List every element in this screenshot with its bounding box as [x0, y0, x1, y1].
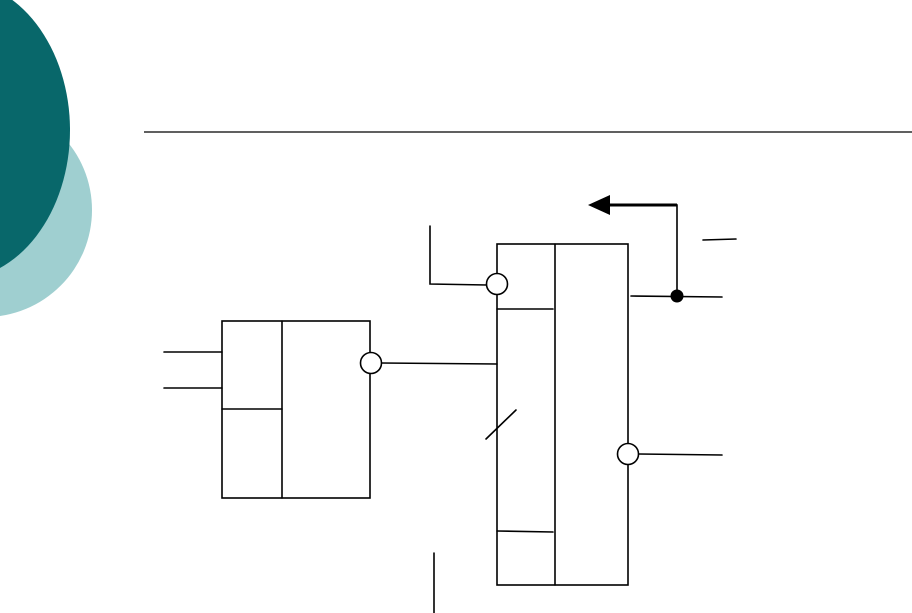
output-bubble-right — [616, 442, 640, 466]
left-gate-block — [221, 320, 371, 499]
feedback-arrow — [588, 195, 610, 215]
input-bubble-top — [485, 272, 509, 296]
qbar-output-wire — [638, 453, 723, 456]
connect-wire — [380, 362, 498, 365]
bus-slash — [485, 409, 517, 440]
top-input-wire — [429, 225, 488, 286]
decor-dark-circle — [0, 0, 70, 268]
right-block — [496, 243, 629, 586]
logic-circuit — [163, 195, 737, 613]
feedback-wire — [609, 204, 678, 297]
overbar-mark — [702, 238, 737, 241]
output-bubble-left — [359, 351, 383, 375]
